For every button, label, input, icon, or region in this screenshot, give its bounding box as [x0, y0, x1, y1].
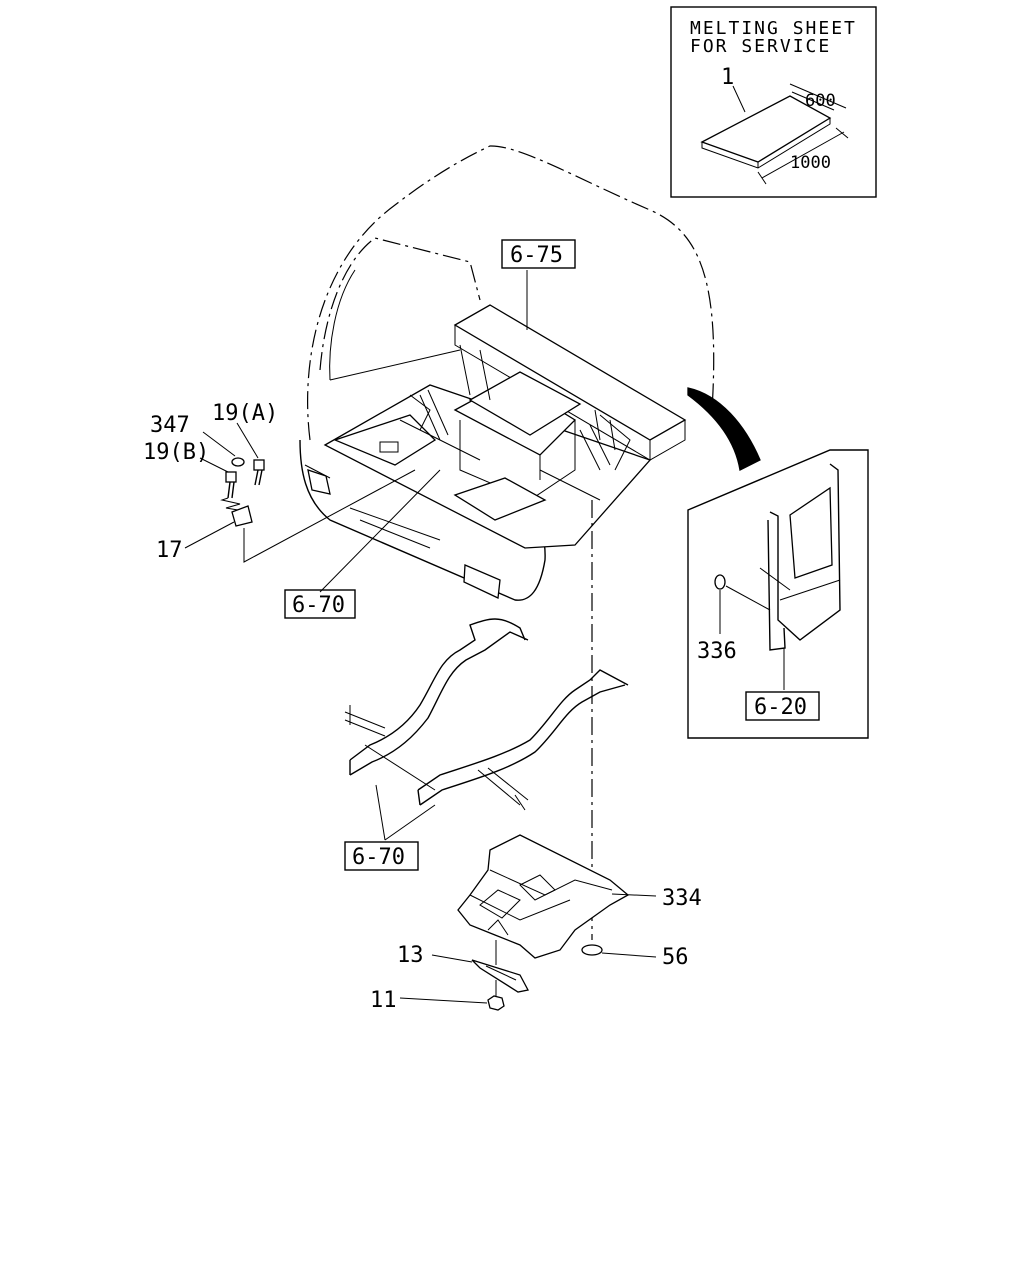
ref-box-6-20: 6-20: [745, 691, 820, 721]
ref-box-6-75: 6-75: [501, 239, 576, 269]
inset-pointer: [687, 387, 761, 471]
frame-rails: [344, 618, 629, 841]
dim-width: 600: [805, 91, 836, 111]
melting-sheet-part-no: 1: [721, 65, 734, 90]
ref-box-6-70-mid: 6-70: [284, 589, 356, 619]
callout-19a: 19(A): [212, 401, 278, 426]
callout-336: 336: [697, 639, 737, 664]
callout-13: 13: [397, 943, 424, 968]
part-347: [231, 457, 245, 467]
melting-sheet-drawing: [700, 83, 849, 185]
callout-11: 11: [370, 988, 397, 1013]
inset-frame-rear: [687, 449, 869, 739]
inset-title-line1: MELTING SHEET: [690, 18, 857, 39]
inset-frame: [670, 6, 877, 198]
callout-56: 56: [662, 945, 689, 970]
floor-panel-assembly: [323, 304, 687, 549]
ref-box-6-70-bottom: 6-70: [344, 841, 419, 871]
ref-box-6-70-mid-label: 6-70: [292, 593, 345, 618]
ref-box-6-20-label: 6-20: [754, 695, 807, 720]
part-56: [581, 944, 657, 958]
callout-347: 347: [150, 413, 190, 438]
part-13: [431, 940, 529, 993]
ref-box-6-75-label: 6-75: [510, 243, 563, 268]
leader-17-to-floor: [243, 469, 416, 563]
rear-panel-inset: [687, 387, 869, 739]
part-11: [399, 980, 505, 1011]
leader-6-70-bottom-a: [375, 784, 386, 841]
inset-title-line2: FOR SERVICE: [690, 36, 831, 57]
bolt-19b-head: [225, 471, 237, 483]
part-336: [714, 574, 726, 590]
callout-17: 17: [156, 538, 183, 563]
callout-19b: 19(B): [143, 440, 209, 465]
bolt-group: [184, 422, 265, 549]
leader-6-70-bottom-b: [384, 804, 436, 841]
leader-6-70-top: [319, 469, 441, 593]
ref-box-6-70-bottom-label: 6-70: [352, 845, 405, 870]
cab-outline: [299, 145, 715, 601]
dim-length: 1000: [790, 153, 831, 173]
floor-cover-334: [457, 834, 657, 959]
callout-334: 334: [662, 886, 702, 911]
bolt-19a-head: [253, 459, 265, 471]
part-17: [231, 505, 253, 527]
melting-sheet-inset: MELTING SHEET FOR SERVICE 1 600 1000: [670, 6, 877, 198]
